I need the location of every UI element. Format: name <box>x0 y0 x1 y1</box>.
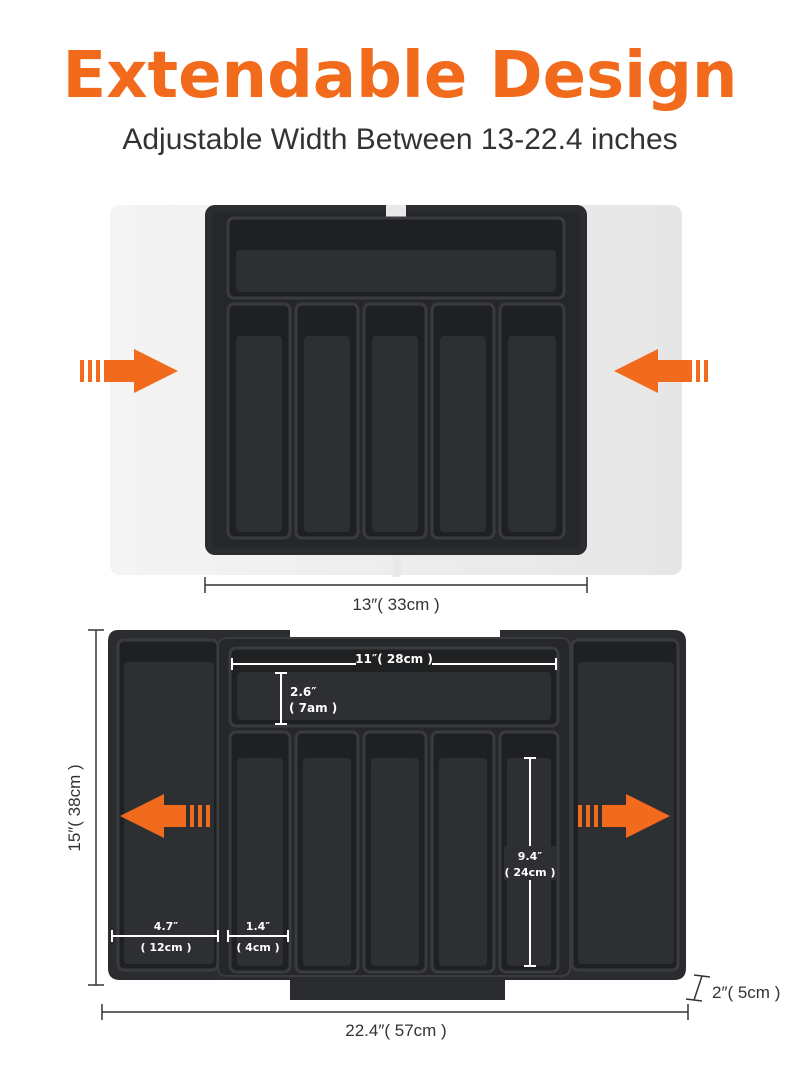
top-slot-depth-metric: ( 7am ) <box>289 701 337 715</box>
arrow-right-icon <box>578 794 670 838</box>
side-slot-width-metric: ( 12cm ) <box>140 941 191 954</box>
depth-label: 15″( 38cm ) <box>65 764 84 851</box>
top-slot-depth-label: 2.6″ <box>290 685 317 699</box>
width-dimension-extended <box>101 1004 689 1020</box>
width-dimension-compact <box>204 577 588 593</box>
inner-width-label: 11″( 28cm ) <box>355 652 433 666</box>
narrow-slot-width-metric: ( 4cm ) <box>236 941 279 954</box>
arrow-right-icon <box>80 349 178 393</box>
side-slot-width-label: 4.7″ <box>154 920 178 933</box>
narrow-slot-width-label: 1.4″ <box>246 920 270 933</box>
slot-row <box>226 302 566 540</box>
arrow-left-icon <box>614 349 708 393</box>
height-dimension <box>685 974 711 1002</box>
page-title: Extendable Design <box>62 39 738 113</box>
page-subtitle: Adjustable Width Between 13-22.4 inches <box>122 123 678 156</box>
height-label: 2″( 5cm ) <box>712 983 780 1002</box>
compact-tray-view: 13″( 33cm ) <box>80 205 708 614</box>
arrow-left-icon <box>120 794 210 838</box>
width-label-extended: 22.4″( 57cm ) <box>345 1021 446 1040</box>
slot-length-metric: ( 24cm ) <box>504 866 555 879</box>
depth-dimension <box>88 629 104 986</box>
extended-tray-view: 11″( 28cm ) 2.6″ ( 7am ) 9.4″ ( 24cm ) 4… <box>65 629 780 1040</box>
slot-length-label: 9.4″ <box>518 850 542 863</box>
slot-row <box>228 730 560 974</box>
width-label-compact: 13″( 33cm ) <box>352 595 439 614</box>
